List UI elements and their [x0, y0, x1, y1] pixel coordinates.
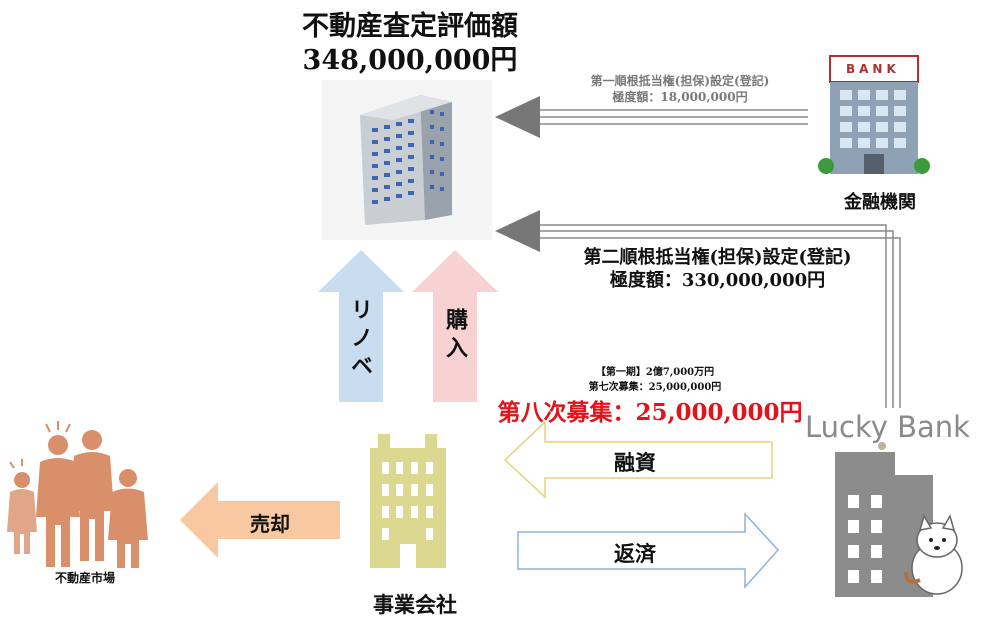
market-people-icon [7, 421, 148, 568]
first-lien-arrow [495, 96, 808, 138]
fundraise-eighth: 第八次募集：25,000,000円 [497, 399, 803, 426]
property-tower-icon [322, 80, 492, 240]
bank-building-icon [818, 55, 930, 174]
company-label: 事業会社 [373, 592, 457, 617]
purchase-arrow [412, 250, 498, 402]
second-lien-limit: 極度額：330,000,000円 [609, 270, 826, 291]
first-lien-limit: 極度額：18,000,000円 [612, 90, 748, 104]
financing-arrow [503, 420, 773, 499]
repayment-arrow [517, 512, 780, 589]
second-lien-arrow [495, 210, 901, 408]
bank-label: 金融機関 [844, 192, 916, 213]
sale-label: 売却 [250, 512, 290, 536]
market-label: 不動産市場 [54, 571, 115, 585]
first-lien-label: 第一順根抵当権(担保)設定(登記) [590, 74, 770, 88]
dog-icon [904, 514, 963, 595]
fundraise-seventh: 第七次募集：25,000,000円 [588, 382, 722, 393]
renovation-label: リノベ [347, 298, 373, 382]
company-building-icon [370, 434, 446, 568]
bank-sign: BANK [846, 62, 900, 76]
repayment-label: 返済 [614, 541, 656, 566]
appraisal-title: 不動産査定評価額 [302, 11, 518, 42]
fundraise-period: 【第一期】2億7,000万円 [595, 367, 715, 378]
renovation-arrow [318, 250, 404, 402]
second-lien-label: 第二順根抵当権(担保)設定(登記) [583, 247, 852, 268]
lucky-bank-logo: Lucky Bank [805, 410, 970, 444]
purchase-label: 購入 [442, 308, 468, 364]
sale-arrow [180, 482, 340, 558]
financing-label: 融資 [614, 450, 656, 475]
appraisal-value: 348,000,000円 [302, 45, 518, 76]
